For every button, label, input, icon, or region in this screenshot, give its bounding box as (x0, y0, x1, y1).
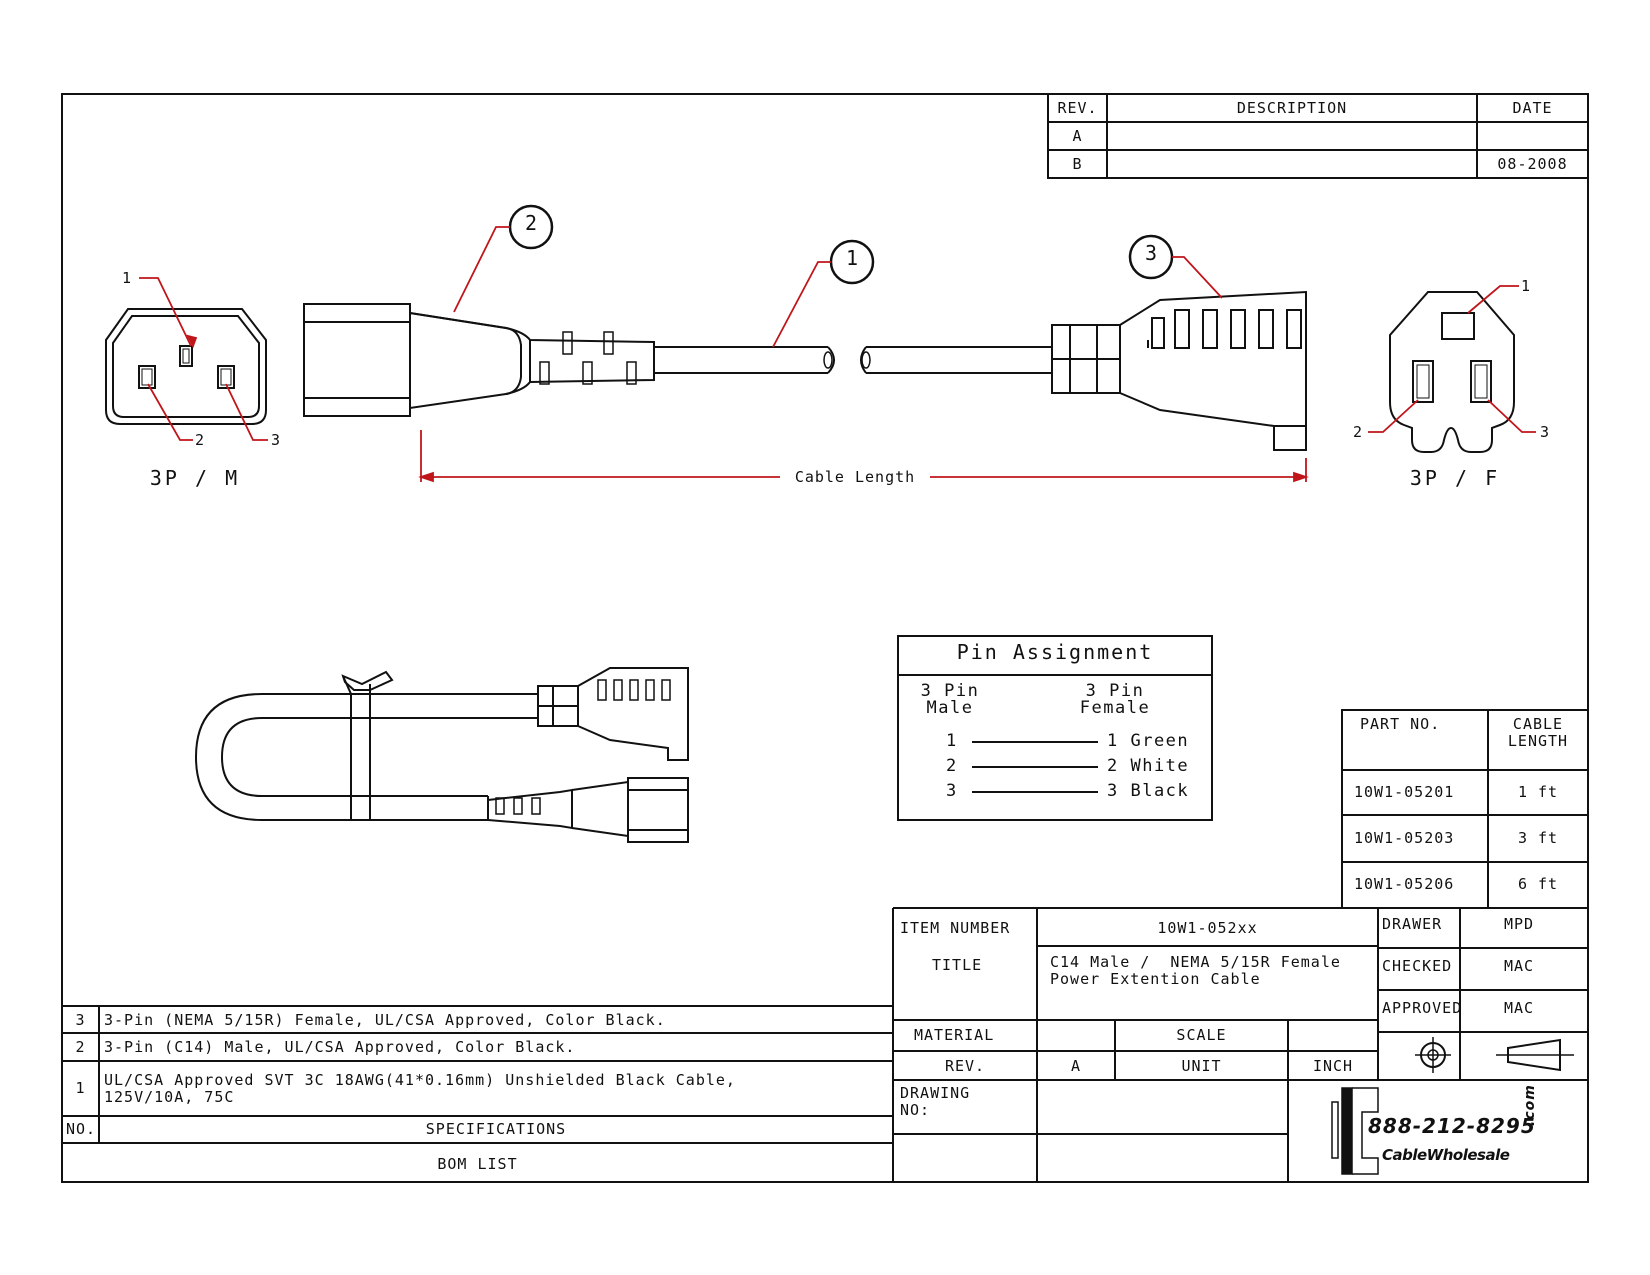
material-label: MATERIAL (914, 1026, 995, 1044)
approved-value: MAC (1504, 999, 1535, 1017)
revision-table-grid (1047, 94, 1588, 179)
projection-symbol (1415, 1037, 1574, 1073)
drawer-value: MPD (1504, 915, 1535, 933)
bom-spec-1: UL/CSA Approved SVT 3C 18AWG(41*0.16mm) … (104, 1071, 736, 1106)
rev-row-b: B (1072, 155, 1083, 173)
pin-assignment-box (897, 635, 1213, 821)
item-number-value: 10W1-052xx (1157, 919, 1258, 937)
part-no-header: PART NO. (1360, 715, 1441, 733)
part-no-3: 10W1-05206 (1354, 875, 1455, 893)
item-number-label: ITEM NUMBER (900, 919, 1011, 937)
pin-male-2: 2 (946, 756, 958, 776)
checked-label: CHECKED (1382, 957, 1453, 975)
pin-male-3: 3 (946, 781, 958, 801)
bom-spec-header: SPECIFICATIONS (425, 1120, 567, 1138)
approved-label: APPROVED (1382, 999, 1463, 1017)
part-table-grid (1341, 709, 1588, 908)
male-pin-3: 3 (271, 431, 282, 449)
logo-mark (1331, 1087, 1379, 1175)
nema-female-face-view (1389, 291, 1515, 453)
unit-value: INCH (1312, 1057, 1354, 1075)
rev-row-b-date: 08-2008 (1497, 155, 1568, 173)
unit-label: UNIT (1181, 1057, 1222, 1075)
drawer-label: DRAWER (1382, 915, 1443, 933)
logo-suffix: .com (1522, 1084, 1538, 1126)
female-pin-1: 1 (1521, 277, 1532, 295)
callout-3: 3 (1144, 241, 1158, 265)
pin-male-header: 3 Pin Male (920, 681, 980, 718)
cable-length-label: Cable Length (794, 468, 916, 486)
rev-row-a: A (1072, 127, 1083, 145)
checked-value: MAC (1504, 957, 1535, 975)
part-no-1: 10W1-05201 (1354, 783, 1455, 801)
pin-female-header: 3 Pin Female (1079, 681, 1151, 718)
drawing-no-label: DRAWING NO: (900, 1084, 971, 1119)
title-block-grid (892, 907, 1588, 1182)
scale-label: SCALE (1176, 1026, 1227, 1044)
logo-phone: 888-212-8295 (1368, 1114, 1536, 1138)
rev-label: REV. (944, 1057, 986, 1075)
male-connector-label: 3P / M (149, 466, 241, 490)
callout-1: 1 (845, 246, 859, 270)
female-pin-3: 3 (1540, 423, 1551, 441)
female-pin-2: 2 (1353, 423, 1364, 441)
c14-male-face-view (105, 308, 267, 425)
bom-no-2: 2 (75, 1038, 86, 1056)
bom-grid (62, 1005, 893, 1144)
sheet-border (61, 93, 1589, 1183)
bom-list-title: BOM LIST (437, 1155, 518, 1173)
part-no-2: 10W1-05203 (1354, 829, 1455, 847)
part-length-2: 3 ft (1517, 829, 1559, 847)
pin-assignment-title: Pin Assignment (956, 640, 1154, 664)
pin-male-1: 1 (946, 731, 958, 751)
male-pin-2: 2 (195, 431, 206, 449)
description-header: DESCRIPTION (1236, 99, 1348, 117)
title-label: TITLE (932, 956, 983, 974)
rev-value: A (1070, 1057, 1082, 1075)
bom-no-header: NO. (66, 1120, 97, 1138)
part-length-3: 6 ft (1517, 875, 1559, 893)
female-connector-label: 3P / F (1409, 466, 1501, 490)
rev-header: REV. (1057, 99, 1098, 117)
bom-spec-2: 3-Pin (C14) Male, UL/CSA Approved, Color… (104, 1038, 576, 1056)
leader-lines (139, 226, 1536, 483)
bom-no-3: 3 (75, 1011, 86, 1029)
part-length-1: 1 ft (1517, 783, 1559, 801)
cable-assembly-side-view (303, 290, 1307, 451)
title-value: C14 Male / NEMA 5/15R Female Power Exten… (1050, 953, 1341, 988)
male-pin-1: 1 (122, 269, 133, 287)
logo-name: CableWholesale (1382, 1146, 1510, 1164)
bom-no-1: 1 (75, 1079, 86, 1097)
bom-spec-3: 3-Pin (NEMA 5/15R) Female, UL/CSA Approv… (104, 1011, 666, 1029)
cable-loop-view (194, 667, 689, 843)
pin-female-3: 3 Black (1107, 781, 1190, 801)
pin-female-1: 1 Green (1107, 731, 1190, 751)
cable-length-header: CABLE LENGTH (1507, 715, 1569, 750)
callout-2: 2 (524, 211, 538, 235)
pin-female-2: 2 White (1107, 756, 1190, 776)
date-header: DATE (1512, 99, 1553, 117)
